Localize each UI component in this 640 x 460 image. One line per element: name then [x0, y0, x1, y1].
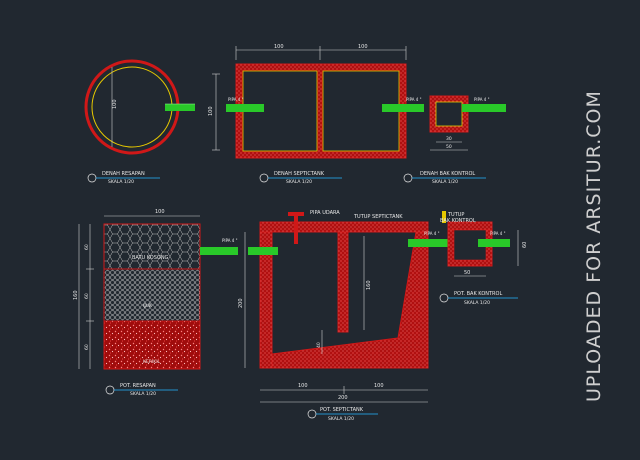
plan-resapan: 100 DENAH RESAPAN SKALA 1/20	[84, 59, 195, 185]
bakkontrol-plan-dim-outer: 50	[446, 144, 452, 150]
septictank-plan-pipe-out-label: PIPA 4 "	[406, 97, 422, 102]
resapan-sec-dim-top: 100	[155, 209, 165, 215]
bakkontrol-sec-title: POT. BAK KONTROL	[454, 291, 502, 297]
label-tutup: TUTUP	[447, 212, 464, 218]
watermark: UPLOADED FOR ARSITUR.COM	[583, 90, 605, 402]
septictank-sec-baffle	[337, 231, 349, 333]
septictank-sec-scale: SKALA 1/20	[328, 416, 354, 422]
label-bak-kontrol: BAK KONTROL	[440, 218, 476, 224]
septictank-sec-dim-height: 200	[238, 298, 244, 308]
bakkontrol-plan-pipe	[462, 104, 506, 112]
section-resapan: BATU KOSONG IJUK KERIKIL 100 160 60 60 6…	[73, 209, 238, 397]
resapan-label-ijuk: IJUK	[143, 303, 153, 309]
septictank-sec-title: POT. SEPTICTANK	[320, 407, 364, 413]
label-pipa-udara: PIPA UDARA	[310, 210, 340, 216]
resapan-sec-dim-layer1: 60	[84, 244, 90, 250]
septictank-plan-dim-vertical: 100	[208, 106, 214, 116]
bakkontrol-sec-dim-width: 50	[464, 270, 470, 276]
septictank-sec-wall-left	[259, 231, 273, 369]
septictank-plan-scale: SKALA 1/20	[286, 179, 312, 185]
septictank-sec-pipe-in	[248, 247, 278, 255]
resapan-inner-circle	[91, 66, 173, 148]
resapan-sec-dim-layer3: 60	[84, 344, 90, 350]
septictank-sec-dim-floor: 40	[316, 342, 322, 348]
septictank-sec-dim-left: 100	[298, 383, 308, 389]
bakkontrol-plan-scale: SKALA 1/20	[432, 179, 458, 185]
resapan-sec-dim-total: 160	[73, 290, 79, 300]
bakkontrol-sec-scale: SKALA 1/20	[464, 300, 490, 306]
resapan-sec-pipe-label: PIPA 4 "	[222, 238, 238, 243]
septictank-sec-pipe-out	[408, 239, 448, 247]
septictank-plan-dim-right: 100	[358, 44, 368, 50]
septictank-sec-dim-baffle: 160	[366, 280, 372, 290]
bakkontrol-sec-dim-height: 60	[522, 242, 528, 248]
resapan-layer-batu	[103, 223, 201, 270]
septictank-plan-pipe-in	[226, 104, 264, 112]
plan-septictank: 100 100 100 PIPA 4 " PIPA 4 " DENAH SEPT…	[208, 44, 424, 185]
septictank-sec-dim-total: 200	[338, 395, 348, 401]
bakkontrol-plan-dim-inner: 30	[446, 136, 452, 142]
resapan-plan-title: DENAH RESAPAN	[102, 171, 145, 177]
resapan-label-kerikil: KERIKIL	[143, 359, 161, 365]
label-tutup-septictank: TUTUP SEPTICTANK	[353, 214, 403, 220]
septictank-plan-pipe-out	[382, 104, 424, 112]
resapan-label-batu: BATU KOSONG	[132, 255, 169, 261]
resapan-pipe	[165, 104, 195, 111]
bakkontrol-sec-pipe	[478, 239, 510, 247]
resapan-sec-pipe	[200, 247, 238, 255]
resapan-layer-kerikil	[103, 320, 201, 370]
resapan-sec-title: POT. RESAPAN	[120, 383, 156, 389]
bakkontrol-sec-pipe-label: PIPA 4 "	[490, 231, 506, 236]
resapan-wall-circle	[84, 59, 180, 155]
bakkontrol-plan-inner	[435, 101, 463, 127]
resapan-sec-dim-layer2: 60	[84, 293, 90, 299]
septictank-plan-title: DENAH SEPTICTANK	[274, 171, 325, 177]
resapan-sec-scale: SKALA 1/20	[130, 391, 156, 397]
septictank-sec-pipe-label: PIPA 4 "	[424, 231, 440, 236]
septictank-plan-dim-left: 100	[274, 44, 284, 50]
section-bakkontrol: TUTUP BAK KONTROL PIPA 4 " 60 50 POT. BA…	[439, 211, 528, 306]
resapan-plan-title-circle	[87, 173, 97, 183]
resapan-layer-ijuk	[103, 268, 201, 322]
septictank-plan-pipe-in-label: PIPA 4 "	[228, 97, 244, 102]
section-septictank: PIPA UDARA TUTUP SEPTICTANK PIPA 4 " 200…	[238, 210, 448, 422]
septictank-sec-wall-bottom-right	[271, 231, 429, 369]
bakkontrol-plan-title: DENAH BAK KONTROL	[420, 171, 475, 177]
septictank-sec-slab	[259, 221, 429, 233]
resapan-dim-vertical: 100	[112, 99, 118, 109]
bakkontrol-plan-pipe-label: PIPA 4 "	[474, 97, 490, 102]
septictank-sec-dim-right: 100	[374, 383, 384, 389]
resapan-plan-scale: SKALA 1/20	[108, 179, 134, 185]
plan-bakkontrol: PIPA 4 " 30 50 DENAH BAK KONTROL SKALA 1…	[403, 95, 506, 185]
air-pipe	[294, 214, 298, 244]
